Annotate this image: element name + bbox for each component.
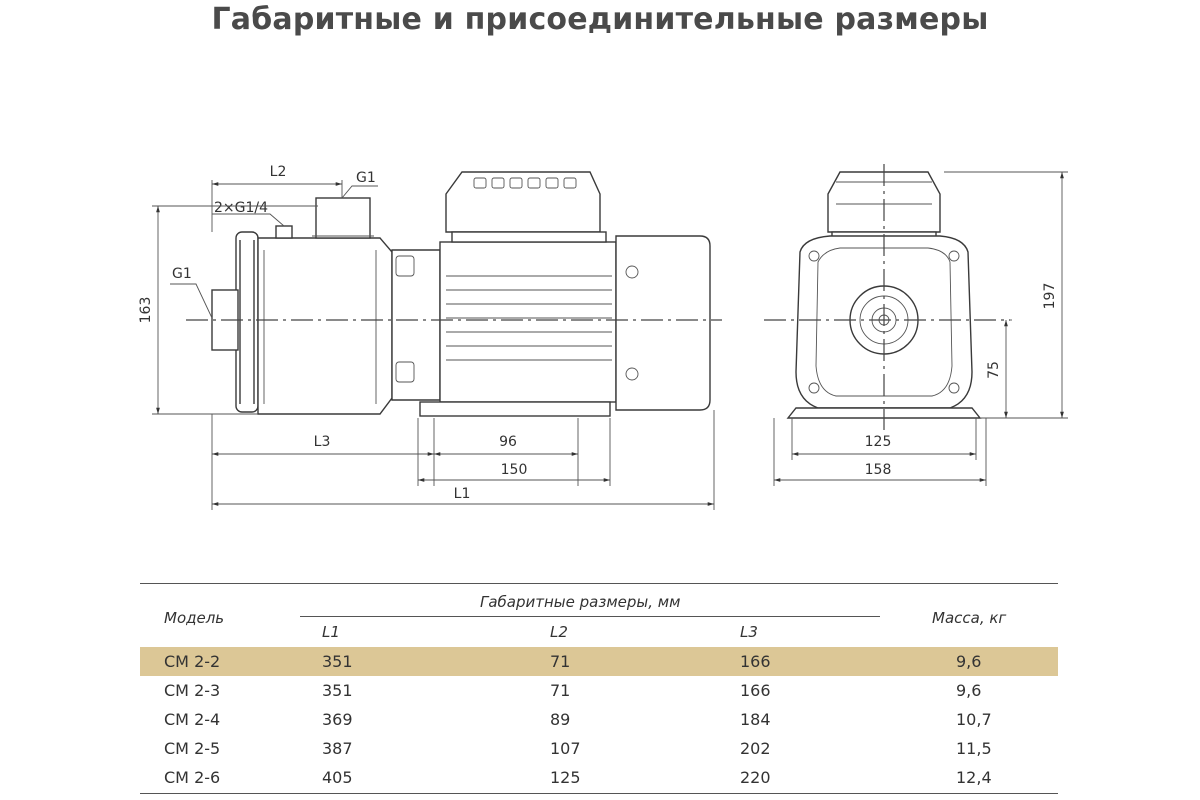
dim-l1-label: L1 <box>454 486 471 502</box>
table-row: CM 2-4 369 89 184 10,7 <box>140 705 1058 734</box>
table-row: CM 2-6 405 125 220 12,4 <box>140 763 1058 792</box>
cell-mass: 12,4 <box>956 768 992 787</box>
header-model: Модель <box>164 609 225 627</box>
cell-l3: 202 <box>740 739 771 758</box>
cell-l3: 184 <box>740 710 771 729</box>
cell-l1: 351 <box>322 681 353 700</box>
cell-l2: 71 <box>550 681 571 700</box>
page-title: Габаритные и присоединительные размеры <box>211 2 989 37</box>
cell-l1: 387 <box>322 739 353 758</box>
dim-150-label: 150 <box>501 462 528 478</box>
cell-mass: 9,6 <box>956 652 982 671</box>
cell-mass: 9,6 <box>956 681 982 700</box>
cell-model: CM 2-5 <box>164 739 221 758</box>
cell-l3: 166 <box>740 652 771 671</box>
dim-g1-top-label: G1 <box>356 170 376 186</box>
dim-125-label: 125 <box>865 434 892 450</box>
cell-mass: 11,5 <box>956 739 992 758</box>
cell-model: CM 2-2 <box>164 652 221 671</box>
front-view <box>764 164 1010 430</box>
cell-model: CM 2-4 <box>164 710 221 729</box>
front-view-dimensions: 197 75 125 158 <box>773 171 1068 486</box>
cell-model: CM 2-3 <box>164 681 221 700</box>
side-view <box>186 171 722 417</box>
table-row: CM 2-2 351 71 166 9,6 <box>140 647 1058 676</box>
side-view-dimensions: L2 G1 2×G1/4 G1 163 L3 96 150 L1 <box>138 164 715 510</box>
header-l2: L2 <box>550 623 568 641</box>
dim-158-label: 158 <box>865 462 892 478</box>
cell-l1: 405 <box>322 768 353 787</box>
dim-75-label: 75 <box>986 361 1002 379</box>
cell-mass: 10,7 <box>956 710 992 729</box>
cell-l2: 71 <box>550 652 571 671</box>
dim-96-label: 96 <box>499 434 517 450</box>
table-row: CM 2-3 351 71 166 9,6 <box>140 676 1058 705</box>
dim-163-label: 163 <box>138 297 154 324</box>
cell-l1: 369 <box>322 710 353 729</box>
dim-l2-label: L2 <box>270 164 287 180</box>
header-dimensions-group: Габаритные размеры, мм <box>480 593 681 611</box>
dim-l3-label: L3 <box>314 434 331 450</box>
pump-dimension-drawing: L2 G1 2×G1/4 G1 163 L3 96 150 L1 <box>138 164 1068 510</box>
dim-g1-side-label: G1 <box>172 266 192 282</box>
header-l1: L1 <box>322 623 340 641</box>
cell-l2: 125 <box>550 768 581 787</box>
header-mass: Масса, кг <box>932 609 1007 627</box>
dim-g14-label: 2×G1/4 <box>214 200 268 216</box>
dim-197-label: 197 <box>1042 283 1058 310</box>
cell-l3: 166 <box>740 681 771 700</box>
table-row: CM 2-5 387 107 202 11,5 <box>140 734 1058 763</box>
header-l3: L3 <box>740 623 758 641</box>
cell-model: CM 2-6 <box>164 768 221 787</box>
cell-l3: 220 <box>740 768 771 787</box>
cell-l1: 351 <box>322 652 353 671</box>
cell-l2: 89 <box>550 710 571 729</box>
cell-l2: 107 <box>550 739 581 758</box>
